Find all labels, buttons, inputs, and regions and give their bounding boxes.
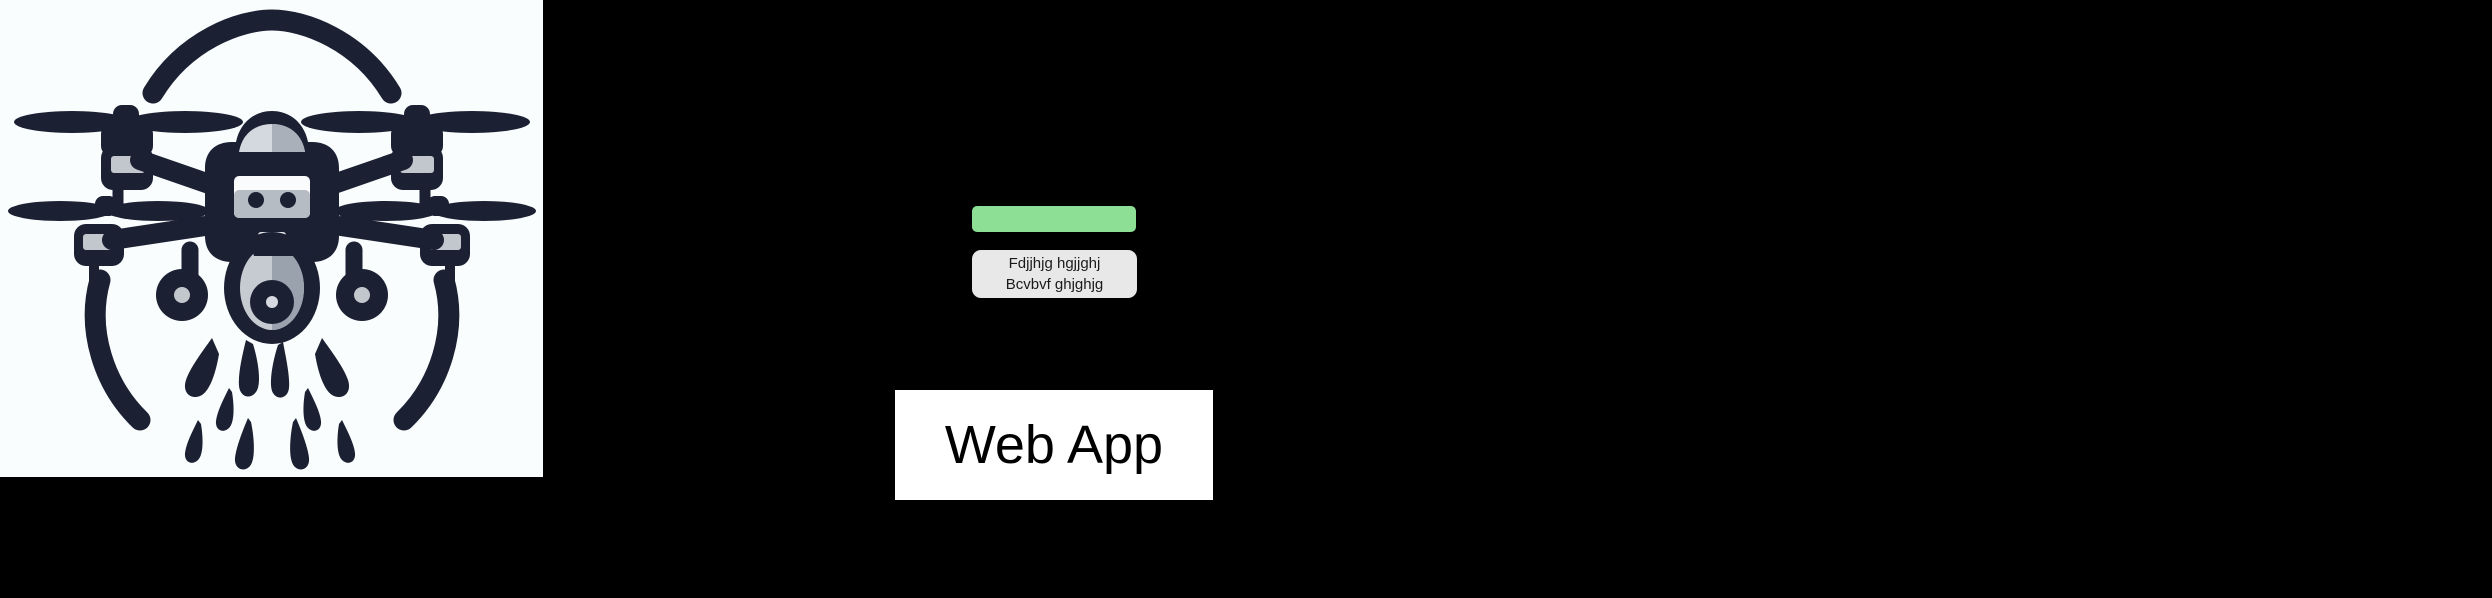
label-card-line-2: Bcvbvf ghjghjg (1005, 276, 1104, 293)
status-bar[interactable] (972, 206, 1136, 232)
spray-droplets (184, 338, 356, 470)
rotor-upper-left (14, 105, 243, 210)
webapp-node-label: Web App (944, 415, 1164, 475)
webapp-node[interactable]: Web App (895, 390, 1213, 500)
lower-left-arc (84, 269, 151, 431)
spray-drone-icon (8, 9, 536, 470)
label-card-line-1: Fdjjhjg hgjjghj (1008, 255, 1101, 272)
landing-gear (156, 241, 388, 321)
drone-eye-right (280, 192, 296, 208)
drone-arms (102, 150, 444, 250)
spray-nozzle (224, 232, 320, 344)
upper-arc (142, 9, 402, 104)
lower-right-arc (393, 269, 460, 431)
label-card[interactable]: Fdjjhjg hgjjghj Bcvbvf ghjghjg (972, 250, 1137, 298)
drone-illustration-panel (0, 0, 543, 477)
drone-eye-left (248, 192, 264, 208)
drone-body (205, 111, 339, 262)
